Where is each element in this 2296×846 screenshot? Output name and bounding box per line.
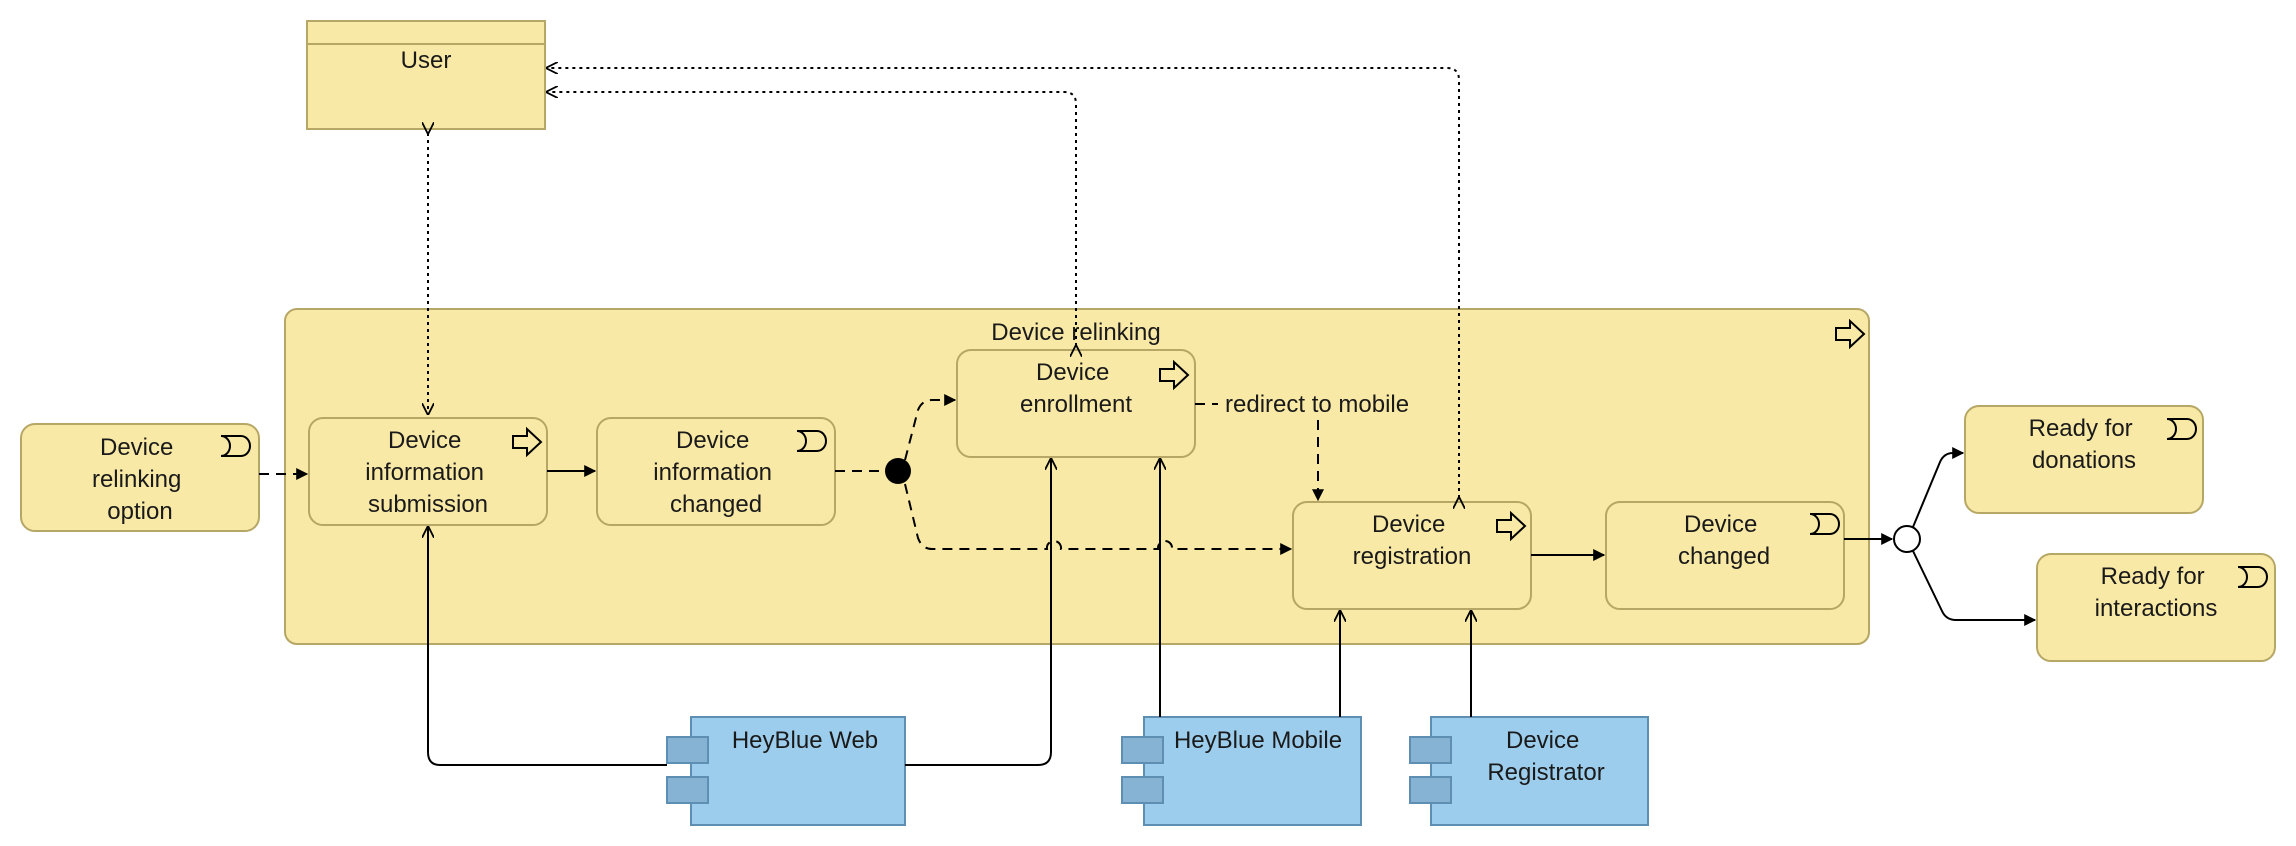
label-line: changed [670,491,762,518]
process-arrow-icon [512,426,543,458]
label-line: option [107,498,172,525]
flow-junction-to-registration [904,483,1293,555]
label-line: Ready for [2029,415,2133,442]
trigger-junction-to-interactions [1912,550,2037,626]
heyblue-web-component[interactable]: HeyBlue Web [666,716,906,826]
label-line: submission [368,491,488,518]
label-line: Device [100,434,173,461]
triggering-relations [547,447,2037,626]
event-icon [2166,418,2197,440]
label-line: Device [676,427,749,454]
svg-text:HeyBlue Mobile: HeyBlue Mobile [1174,727,1342,754]
process-arrow-icon [1835,318,1866,350]
serving-relations [428,459,1471,766]
device-changed-event[interactable]: Device changed [1605,501,1845,610]
serving-web-to-submission [428,527,667,766]
event-icon [220,435,251,457]
label-line: information [365,459,484,486]
component-port [1409,736,1452,764]
label-line: HeyBlue Web [732,727,878,754]
svg-text:User: User [401,47,452,74]
label-line: Device [388,427,461,454]
trigger-junction-to-donations [1912,447,1965,528]
component-port [666,736,709,764]
component-port [666,776,709,804]
label-line: registration [1353,543,1472,570]
svg-text:Device Registrator: Device Registrator [1487,727,1604,786]
svg-text:Device changed: Device changed [1678,511,1770,570]
device-relinking-option-event[interactable]: Device relinking option [20,423,260,532]
serving-web-to-enrollment [905,459,1051,766]
event-icon [1809,513,1840,535]
access-user-enrollment [547,92,1076,346]
label-line: enrollment [1020,391,1132,418]
device-enrollment-process[interactable]: Device enrollment [956,349,1196,458]
svg-text:HeyBlue Web: HeyBlue Web [732,727,878,754]
svg-text:Ready for donations: Ready for donations [2029,415,2140,474]
label-line: relinking [92,466,181,493]
device-registration-process[interactable]: Device registration [1292,501,1532,610]
label-line: HeyBlue Mobile [1174,727,1342,754]
flow-junction-to-enrollment [904,394,957,461]
svg-text:Ready for interactions: Ready for interactions [2095,563,2218,622]
label-line: information [653,459,772,486]
flow-relations [259,394,1324,555]
or-junction[interactable] [1893,525,1921,553]
label-line: Ready for [2101,563,2205,590]
event-icon [2237,566,2268,588]
heyblue-mobile-component[interactable]: HeyBlue Mobile [1121,716,1362,826]
device-information-submission-process[interactable]: Device information submission [308,417,548,526]
label-line: Device [1684,511,1757,538]
access-user-registration [547,68,1459,498]
device-registrator-component[interactable]: Device Registrator [1409,716,1649,826]
redirect-to-mobile-label: redirect to mobile [1225,391,1409,418]
label-line: interactions [2095,595,2218,622]
label-line: Device [1036,359,1109,386]
svg-text:Device relinking o: Device relinking option [92,434,188,525]
access-relations [428,68,1459,498]
user-label: User [401,47,452,74]
label-line: Device [1372,511,1445,538]
label-line: Registrator [1487,759,1604,786]
component-port [1121,736,1164,764]
user-object[interactable]: User [306,20,546,130]
device-information-changed-event[interactable]: Device information changed [596,417,836,526]
ready-for-donations-event[interactable]: Ready for donations [1964,405,2204,514]
component-port [1409,776,1452,804]
svg-text:Device information: Device information submission [365,427,490,518]
ready-for-interactions-event[interactable]: Ready for interactions [2036,553,2276,662]
and-junction[interactable] [885,458,911,484]
label-line: Device [1506,727,1579,754]
label-line: donations [2032,447,2136,474]
svg-text:Device registration: Device registration [1353,511,1472,570]
process-arrow-icon [1496,510,1527,542]
label-line: changed [1678,543,1770,570]
component-port [1121,776,1164,804]
